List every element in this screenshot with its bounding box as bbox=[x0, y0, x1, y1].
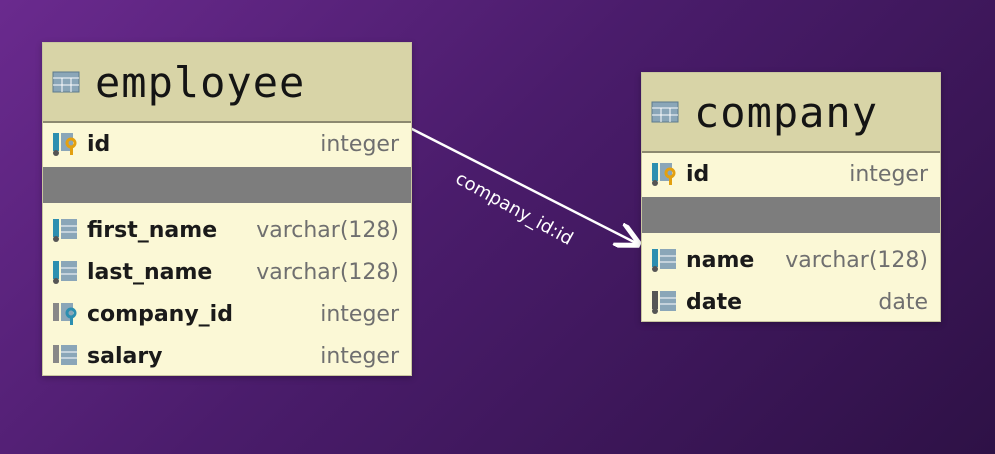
column-row[interactable]: name varchar(128) bbox=[642, 239, 940, 281]
employee-table[interactable]: employee id integer first_name varchar(1… bbox=[42, 42, 412, 376]
column-type: date bbox=[878, 289, 928, 315]
column-row[interactable]: last_name varchar(128) bbox=[43, 251, 411, 293]
column-icon bbox=[53, 219, 77, 242]
column-icon bbox=[652, 291, 676, 314]
column-row[interactable]: company_id integer bbox=[43, 293, 411, 335]
column-type: varchar(128) bbox=[256, 259, 399, 285]
column-type: varchar(128) bbox=[785, 247, 928, 273]
relation-label: company_id:id bbox=[451, 168, 577, 250]
column-row[interactable]: date date bbox=[642, 281, 940, 323]
column-name: date bbox=[686, 289, 743, 315]
column-name: id bbox=[87, 131, 111, 157]
column-type: integer bbox=[320, 343, 399, 369]
column-name: company_id bbox=[87, 301, 233, 327]
primary-key-icon bbox=[53, 133, 77, 156]
column-icon bbox=[53, 261, 77, 284]
column-type: varchar(128) bbox=[256, 217, 399, 243]
table-header: company bbox=[642, 73, 940, 153]
column-icon bbox=[652, 249, 676, 272]
separator bbox=[642, 197, 940, 233]
column-row[interactable]: first_name varchar(128) bbox=[43, 209, 411, 251]
table-title: company bbox=[694, 87, 879, 137]
table-title: employee bbox=[95, 57, 306, 107]
column-type: integer bbox=[849, 161, 928, 187]
foreign-key-icon bbox=[53, 303, 77, 325]
column-name: name bbox=[686, 247, 755, 273]
primary-key-icon bbox=[652, 163, 676, 186]
pk-row[interactable]: id integer bbox=[642, 153, 940, 195]
table-icon bbox=[651, 101, 679, 123]
table-icon bbox=[52, 71, 80, 93]
column-type: integer bbox=[320, 301, 399, 327]
column-icon bbox=[53, 345, 77, 365]
column-type: integer bbox=[320, 131, 399, 157]
column-name: first_name bbox=[87, 217, 218, 243]
column-name: last_name bbox=[87, 259, 213, 285]
pk-row[interactable]: id integer bbox=[43, 123, 411, 165]
table-header: employee bbox=[43, 43, 411, 123]
column-name: salary bbox=[87, 343, 163, 369]
column-row[interactable]: salary integer bbox=[43, 335, 411, 377]
separator bbox=[43, 167, 411, 203]
column-name: id bbox=[686, 161, 710, 187]
company-table[interactable]: company id integer name varchar(128) bbox=[641, 72, 941, 322]
